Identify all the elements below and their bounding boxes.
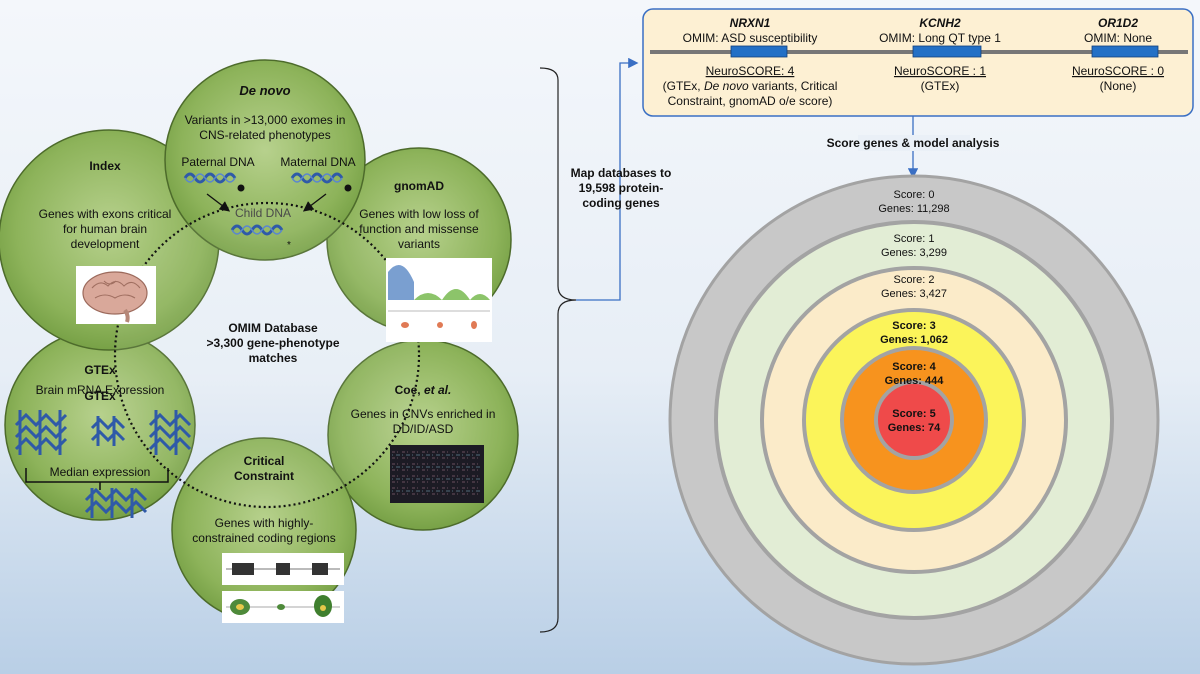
gene-detail-2: Constraint, gnomAD o/e score): [668, 94, 833, 108]
ring-0-genes: Genes: 11,298: [878, 203, 949, 215]
gtex-line-1: Brain mRNA Expression: [36, 383, 165, 397]
de-novo-desc-1: Variants in >13,000 exomes in: [185, 113, 346, 127]
ring-2-score: Score: 2: [894, 274, 935, 286]
gene-bar: [912, 45, 982, 58]
omim-center-line-2: >3,300 gene-phenotype: [206, 336, 339, 350]
gene-detail-1: (GTEx, De novo variants, Critical: [663, 79, 838, 93]
child-dna-label: Child DNA: [235, 206, 291, 220]
ring-1-genes: Genes: 3,299: [881, 247, 947, 259]
paternal-mutation-dot: [237, 184, 245, 192]
maternal-dna-helix-icon: [290, 172, 344, 184]
coe-title: Coe, et al.: [395, 383, 452, 397]
ring-score-5: [874, 380, 954, 460]
gtex-title-label: GTEx: [84, 363, 116, 377]
de-novo-title: De novo: [239, 83, 290, 98]
index-line-2: for human brain: [63, 222, 147, 236]
paternal-dna-helix-icon: [183, 172, 237, 184]
paternal-dna-label: Paternal DNA: [181, 155, 254, 169]
omim-center-line-3: matches: [249, 351, 298, 365]
index-line-1: Genes with exons critical: [39, 207, 172, 221]
gtex-title: GTEx: [84, 389, 116, 403]
gnomad-title: gnomAD: [394, 179, 444, 193]
gtex-median-label: Median expression: [50, 465, 151, 479]
gene-neuroscore: NeuroSCORE: 4: [706, 64, 795, 78]
gtex-network-icon: [14, 410, 192, 518]
gnomad-line-2: function and missense: [359, 222, 479, 236]
gene-neuroscore: NeuroSCORE : 0: [1072, 64, 1164, 78]
gene-neuroscore: NeuroSCORE : 1: [894, 64, 986, 78]
gene-nrxn1: NRXN1 OMIM: ASD susceptibility NeuroSCOR…: [663, 16, 838, 108]
ring-2-genes: Genes: 3,427: [881, 288, 947, 300]
gene-example-panel: [642, 8, 1194, 117]
gene-bar: [730, 45, 788, 58]
gnomad-line-1: Genes with low loss of: [359, 207, 479, 221]
map-label-line-1: Map databases to: [571, 166, 672, 180]
paternal-arrow: [206, 193, 231, 212]
child-dna-asterisk: *: [287, 240, 291, 251]
median-bracket: [25, 468, 169, 490]
index-line-3: development: [71, 237, 140, 251]
maternal-dna-label: Maternal DNA: [280, 155, 355, 169]
coe-line-1: Genes in CNVs enriched in: [351, 407, 496, 421]
map-label-line-3: coding genes: [582, 196, 660, 210]
gene-omim: OMIM: Long QT type 1: [879, 31, 1001, 45]
gene-omim: OMIM: ASD susceptibility: [683, 31, 818, 45]
de-novo-circle: [164, 59, 366, 261]
omim-center-line-1: OMIM Database: [228, 321, 318, 335]
gene-kcnh2: KCNH2 OMIM: Long QT type 1 NeuroSCORE : …: [879, 16, 1001, 93]
ring-1-score: Score: 1: [894, 233, 935, 245]
de-novo-desc-2: CNS-related phenotypes: [199, 128, 330, 142]
map-flow-arrow: [576, 57, 639, 301]
ring-5-genes: Genes: 74: [888, 422, 941, 434]
gene-or1d2: OR1D2 OMIM: None NeuroSCORE : 0 (None): [1072, 16, 1164, 93]
gnomad-coverage-thumbnail: [386, 258, 492, 342]
score-step-bg: [858, 135, 970, 151]
map-label-line-2: 19,598 protein-: [579, 181, 664, 195]
cnv-heatmap-thumbnail: [390, 445, 484, 503]
omim-dotted-circle: [113, 201, 421, 509]
ring-3-score: Score: 3: [892, 320, 935, 332]
coe-line-2: DD/ID/ASD: [393, 422, 454, 436]
child-dna-helix-icon: [230, 224, 284, 236]
index-title: Index: [89, 159, 121, 173]
constraint-plot-thumbnail: [222, 591, 344, 623]
gene-name: NRXN1: [730, 16, 771, 30]
gene-omim: OMIM: None: [1084, 31, 1152, 45]
database-bracket: [539, 67, 577, 633]
ring-4-genes: Genes: 444: [885, 375, 945, 387]
ring-3-genes: Genes: 1,062: [880, 334, 948, 346]
gene-detail-1: (GTEx): [921, 79, 960, 93]
gene-detail-1: (None): [1100, 79, 1137, 93]
ring-4-score: Score: 4: [892, 361, 936, 373]
critical-line-2: constrained coding regions: [192, 531, 335, 545]
exon-structure-thumbnail: [222, 553, 344, 585]
gene-bar: [1091, 45, 1159, 58]
score-rings: [668, 174, 1160, 666]
maternal-mutation-dot: [344, 184, 352, 192]
gene-name: OR1D2: [1098, 16, 1138, 30]
gnomad-line-3: variants: [398, 237, 440, 251]
critical-title-2: Constraint: [234, 469, 294, 483]
critical-title-1: Critical: [244, 454, 285, 468]
score-step-label: Score genes & model analysis: [827, 136, 1000, 150]
critical-line-1: Genes with highly-: [215, 516, 314, 530]
maternal-arrow: [302, 193, 327, 212]
ring-5-score: Score: 5: [892, 408, 935, 420]
brain-icon: [76, 266, 156, 324]
ring-0-score: Score: 0: [894, 189, 935, 201]
gene-name: KCNH2: [919, 16, 961, 30]
